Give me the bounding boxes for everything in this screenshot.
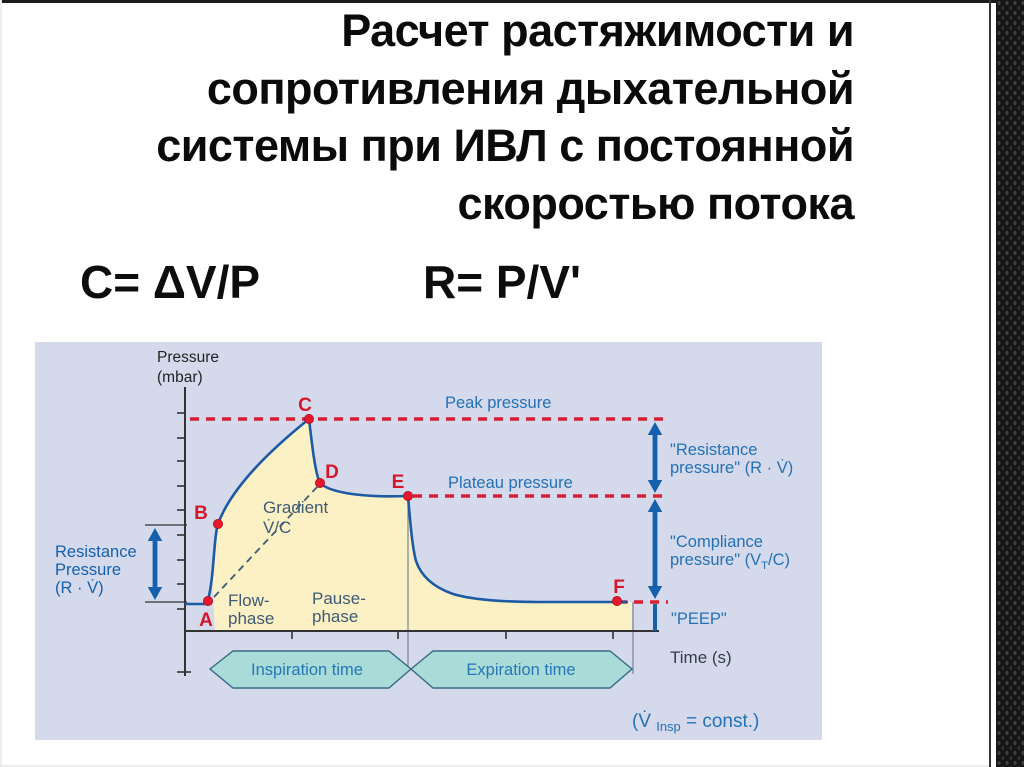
- left-resistance-label-line-2: Pressure: [55, 561, 121, 579]
- point-D: [314, 477, 325, 488]
- point-label-C: C: [298, 395, 312, 416]
- gradient-label-line-1: Gradient: [263, 498, 328, 517]
- resistance-arrow-head-down: [647, 480, 663, 493]
- point-label-F: F: [613, 577, 625, 598]
- inspiration-area-fill: [212, 419, 632, 631]
- point-label-B: B: [194, 503, 208, 524]
- title-line-4: скоростью потока: [457, 177, 854, 229]
- gradient-dashed-line: [213, 485, 319, 598]
- slide-left-border: [0, 0, 2, 767]
- y-axis-label-line-1: Pressure: [157, 349, 219, 366]
- constant-flow-footnote: (V̇ Insp = const.): [632, 711, 759, 734]
- level-label-peak: Peak pressure: [445, 394, 551, 412]
- flow-phase-line-1: Flow-: [228, 591, 270, 610]
- banner-label-expiration: Expiration time: [466, 661, 575, 679]
- resistance-pressure-label-line-1: "Resistance: [670, 441, 757, 459]
- title-line-3: системы при ИВЛ с постоянной: [156, 120, 854, 171]
- point-B: [212, 518, 223, 529]
- resistance-pressure-label-line-2: pressure" (R · V̇): [670, 459, 793, 477]
- point-E: [402, 490, 413, 501]
- banner-expiration: [409, 650, 634, 689]
- right-edge-line: [989, 0, 991, 767]
- slide-top-border: [0, 0, 1024, 3]
- x-axis-label: Time (s): [670, 648, 732, 667]
- compliance-arrow-shaft: [652, 510, 658, 588]
- compliance-arrow-head-down: [647, 586, 663, 599]
- slide-bottom-border: [0, 765, 990, 767]
- flow-phase-line-2: phase: [228, 609, 274, 628]
- compliance-arrow-head-up: [647, 499, 663, 512]
- formula-compliance: C= ΔV/P: [80, 256, 261, 308]
- peep-label: "PEEP": [671, 610, 727, 628]
- point-F: [612, 595, 623, 606]
- pause-phase-line-1: Pause-: [312, 589, 366, 608]
- point-label-D: D: [325, 462, 339, 483]
- pause-phase-line-2: phase: [312, 607, 358, 626]
- gradient-label-line-2: V̇/C: [263, 518, 291, 537]
- title-line-2: сопротивления дыхательной: [206, 62, 855, 114]
- point-label-A: A: [199, 610, 213, 631]
- compliance-pressure-label-line-2: pressure" (VT/C): [670, 551, 790, 572]
- formula-resistance: R= P/V': [423, 256, 581, 308]
- diagram-canvas: Inspiration time Expiration time Peak pres…: [55, 349, 793, 734]
- slide-title: Расчет растяжимости и сопротивления дыха…: [156, 2, 854, 232]
- left-resistance-label-line-3: (R · V̇): [55, 579, 104, 597]
- point-C: [303, 414, 314, 425]
- peep-baseline-segment: [653, 604, 657, 631]
- left-resistance-label-line-1: Resistance: [55, 543, 137, 561]
- title-line-1: Расчет растяжимости и: [341, 5, 854, 56]
- left-resistance-arrow-shaft: [152, 539, 158, 589]
- resistance-arrow-head-up: [647, 422, 663, 435]
- resistance-arrow-shaft: [652, 433, 658, 482]
- pressure-time-diagram: Inspiration time Expiration time Peak pres…: [35, 342, 822, 740]
- left-resistance-arrow-head-down: [147, 587, 163, 600]
- point-A: [202, 595, 213, 606]
- compliance-pressure-label-line-1: "Compliance: [670, 533, 763, 551]
- point-label-E: E: [392, 472, 405, 493]
- banner-label-inspiration: Inspiration time: [251, 661, 363, 679]
- binder-texture: [996, 0, 1024, 767]
- left-resistance-arrow-head-up: [147, 528, 163, 541]
- y-axis-label-line-2: (mbar): [157, 369, 203, 386]
- level-label-plateau: Plateau pressure: [448, 474, 573, 492]
